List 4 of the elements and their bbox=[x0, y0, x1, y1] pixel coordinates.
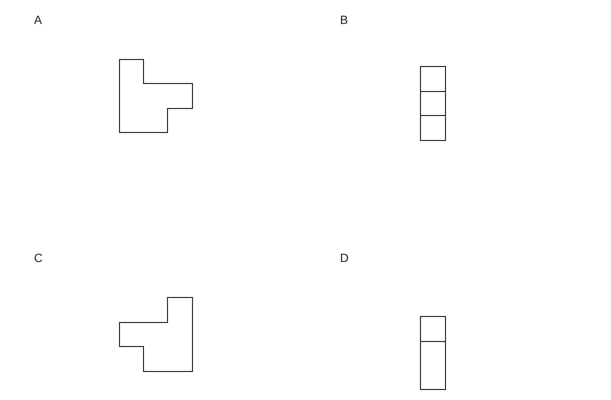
option-letter: D bbox=[340, 251, 349, 265]
option-letter: B bbox=[340, 13, 348, 27]
option-letter: A bbox=[34, 13, 42, 27]
option-letter: C bbox=[34, 251, 43, 265]
